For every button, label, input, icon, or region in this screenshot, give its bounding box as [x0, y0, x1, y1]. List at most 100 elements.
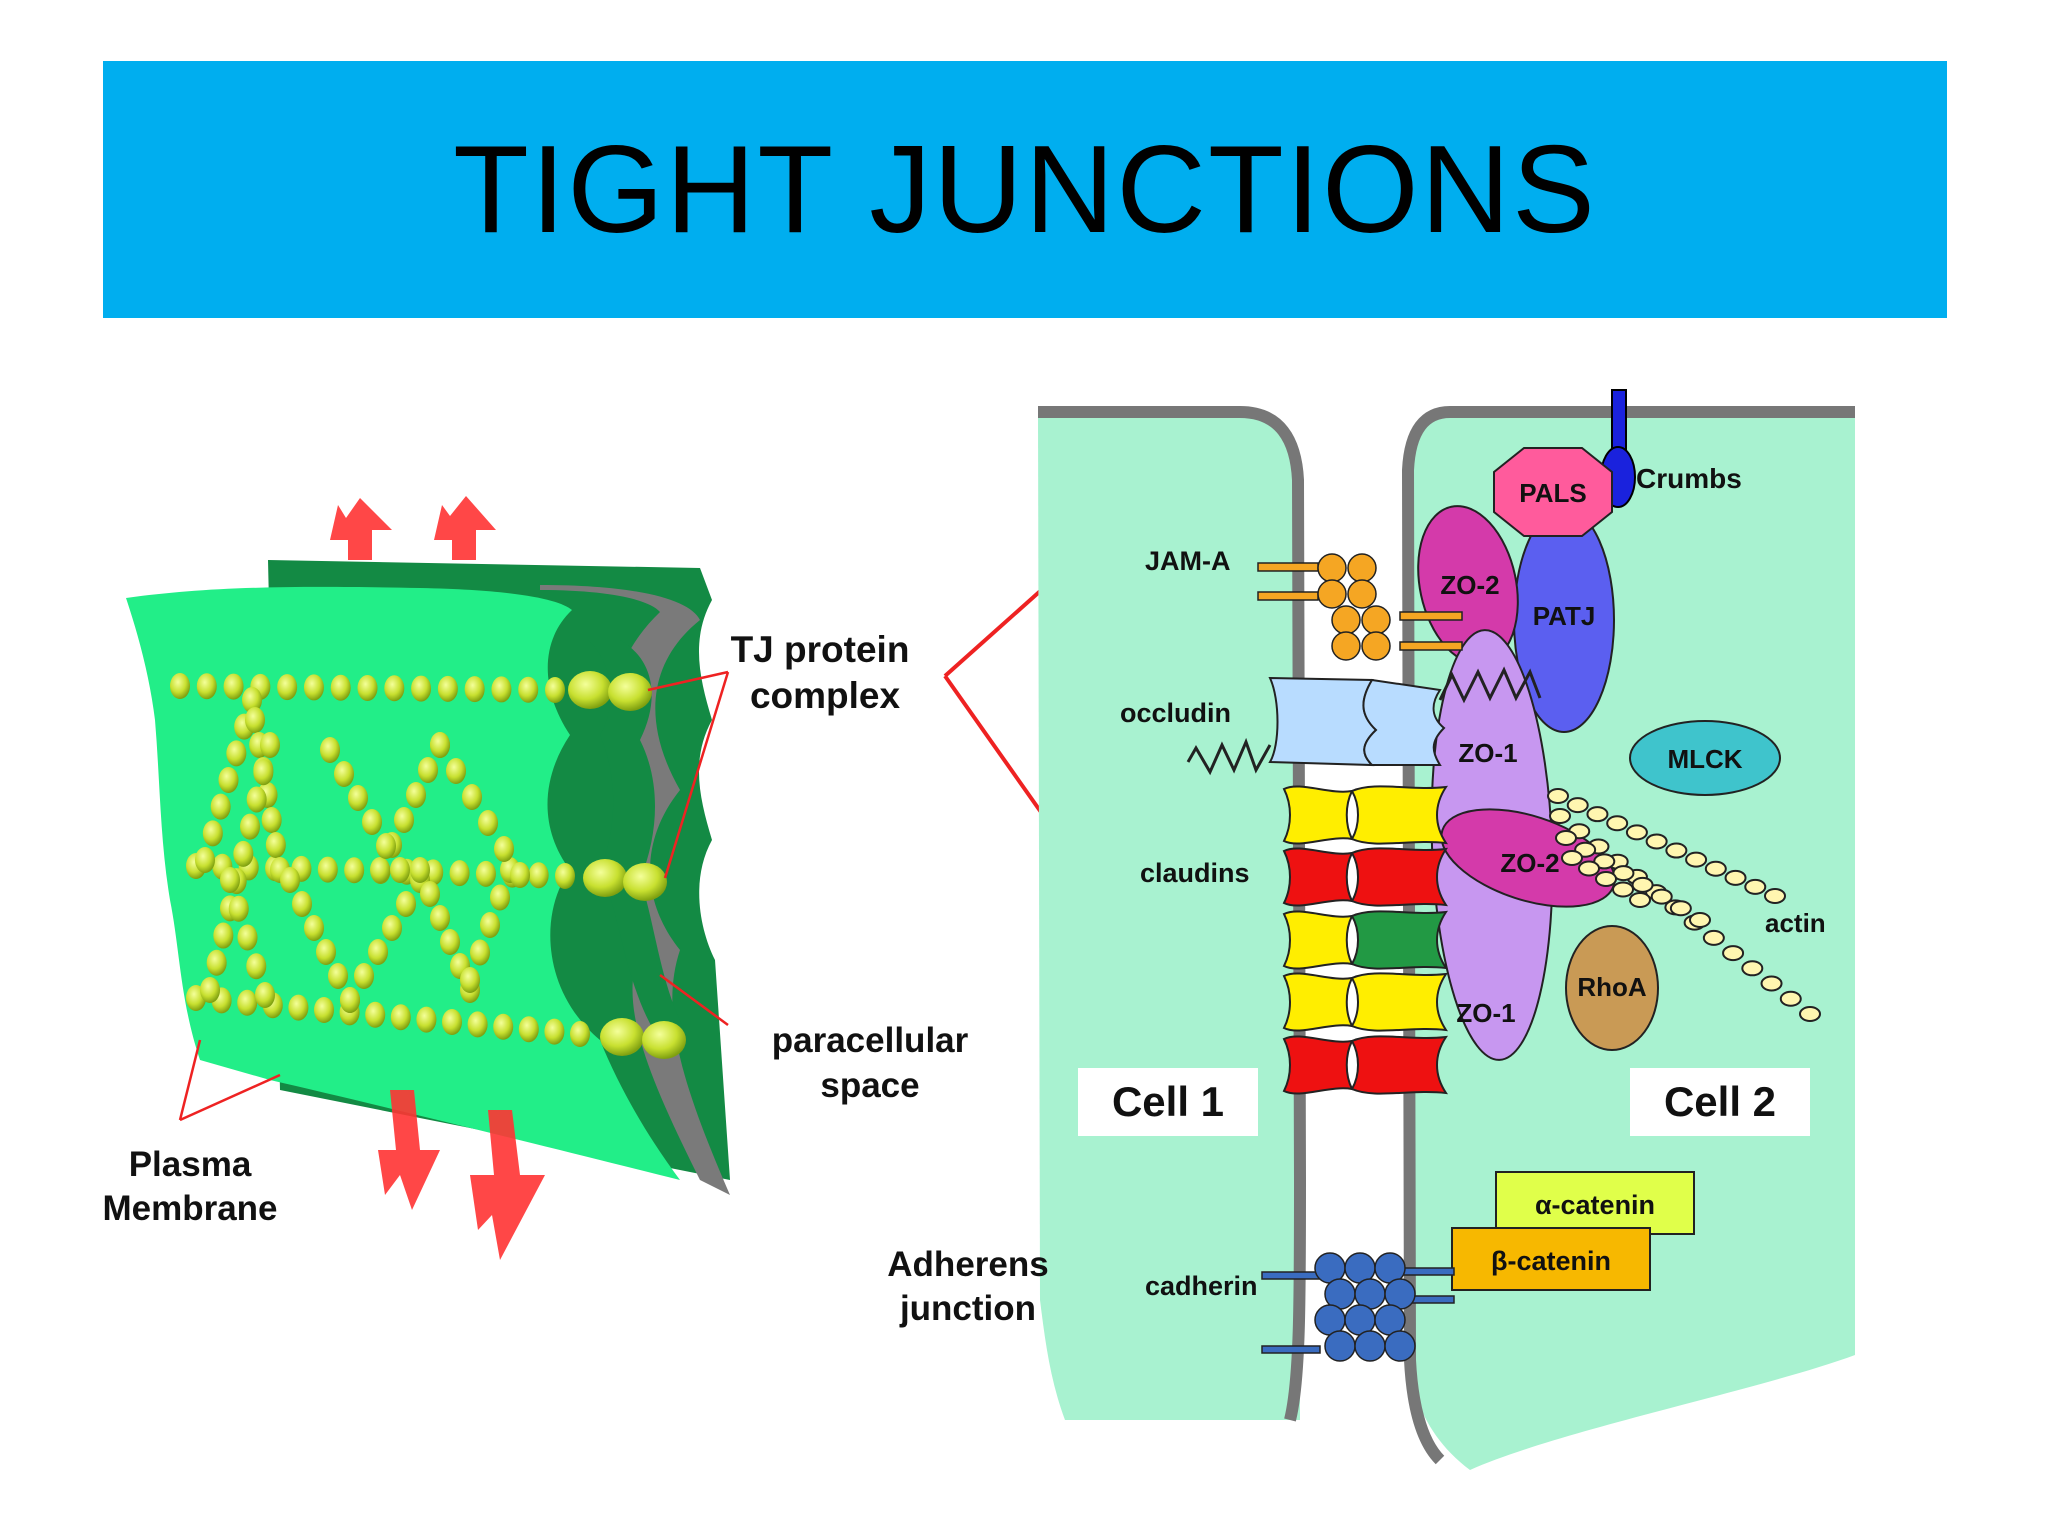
strand-protein-dot: [196, 673, 217, 700]
jam-a-bead: [1317, 553, 1347, 583]
claudin-cell2-half: [1350, 910, 1449, 970]
strand-protein-dot: [206, 949, 227, 976]
strand-protein-dot: [446, 758, 466, 784]
claudin-cell2-half: [1350, 847, 1449, 907]
actin-label: actin: [1765, 908, 1826, 938]
strand-protein-dot: [394, 807, 414, 833]
slide-title: TIGHT JUNCTIONS: [453, 120, 1597, 259]
zo1-bottom-label: ZO-1: [1456, 998, 1515, 1028]
actin-bead: [1669, 900, 1692, 917]
strand-protein-dot: [260, 732, 280, 758]
strand-protein-dot: [462, 784, 482, 810]
actin-bead: [1606, 815, 1629, 832]
strand-protein-dot: [362, 809, 382, 835]
alpha-catenin-box: [1495, 1171, 1695, 1235]
actin-bead: [1724, 869, 1747, 886]
actin-bead: [1689, 912, 1711, 928]
actin-bead: [1555, 830, 1577, 846]
strand-protein-dot: [357, 675, 378, 701]
alpha-catenin-label: α-catenin: [1535, 1190, 1655, 1220]
strand-protein-dot: [220, 867, 240, 893]
strand-protein-dot: [280, 867, 300, 893]
strand-protein-dot: [470, 939, 490, 966]
adherens-junction-label-line1: Adherens: [887, 1245, 1048, 1284]
actin-filaments: [1547, 788, 1821, 1022]
strand-protein-dot: [365, 1001, 386, 1028]
junction-detail: Cell 1 Cell 2 Crumbs PATJ PALS ZO-2 ZO-1…: [887, 389, 1855, 1470]
strand-protein-dot: [467, 1011, 488, 1038]
zo2-top-label: ZO-2: [1440, 570, 1499, 600]
junction-dumbbell-middle: [583, 859, 667, 901]
strand-protein-dot: [344, 857, 365, 884]
strand-protein-dot: [210, 793, 231, 820]
strand-protein-dot: [411, 675, 432, 702]
jam-a-bead: [1347, 579, 1377, 609]
strand-protein-dot: [277, 674, 298, 701]
claudins-label: claudins: [1140, 858, 1250, 888]
strand-protein-dot: [416, 1006, 437, 1033]
strand-protein-dot: [420, 881, 440, 907]
strand-protein-dot: [396, 891, 416, 917]
strand-protein-dot: [376, 833, 396, 859]
actin-bead: [1665, 842, 1688, 859]
plasma-membrane-label-line2: Membrane: [102, 1189, 277, 1228]
strand-protein-dot: [460, 967, 480, 993]
strand-protein-dot: [288, 994, 309, 1021]
junction-dumbbell-top: [568, 671, 652, 711]
strand-protein-dot: [475, 860, 496, 887]
strand-protein-dot: [314, 997, 334, 1023]
occludin-label: occludin: [1120, 698, 1231, 728]
beta-catenin-label: β-catenin: [1491, 1246, 1611, 1276]
rhoa-protein: [1565, 925, 1659, 1051]
strand-protein-dot: [437, 675, 458, 702]
crumbs-label: Crumbs: [1636, 463, 1742, 494]
strand-protein-dot: [237, 989, 258, 1016]
jam-a-bead: [1361, 605, 1391, 635]
arrow-down-right: [470, 1110, 545, 1260]
paracellular-gap: [588, 640, 690, 1040]
strand-protein-dot: [480, 912, 500, 938]
actin-bead: [1704, 860, 1727, 877]
claudin-cell1-half: [1282, 972, 1354, 1032]
strand-protein-dot: [555, 863, 575, 889]
claudin-proteins: [1282, 785, 1449, 1095]
cell1-label: Cell 1: [1112, 1078, 1224, 1125]
strand-protein-dot: [370, 857, 390, 883]
pals-protein: [1493, 447, 1613, 537]
actin-bead: [1561, 850, 1583, 866]
beta-catenin-box: [1451, 1227, 1651, 1291]
strand-protein-dot: [440, 929, 460, 955]
strand-protein-dot: [242, 687, 262, 713]
strand-protein-dot: [195, 847, 215, 873]
actin-bead: [1578, 860, 1600, 877]
strand-protein-dot: [418, 757, 438, 783]
strand-protein-dot: [317, 856, 338, 883]
strand-protein-dot: [410, 857, 430, 883]
strand-protein-dot: [478, 810, 498, 836]
patj-label: PATJ: [1533, 601, 1596, 631]
arrow-down-left: [378, 1090, 440, 1210]
rhoa-label: RhoA: [1577, 972, 1647, 1002]
strand-protein-dot: [384, 675, 405, 702]
claudin-cell2-half: [1350, 785, 1449, 845]
strand-protein-dot: [348, 785, 368, 811]
actin-bead: [1612, 881, 1634, 898]
strand-protein-dot: [245, 707, 265, 733]
strand-protein-dot: [303, 674, 324, 701]
tight-junction-strands: [170, 673, 590, 1047]
strand-protein-dot: [570, 1021, 590, 1047]
pals-label: PALS: [1519, 478, 1586, 508]
strand-protein-dot: [430, 732, 450, 758]
actin-bead: [1549, 808, 1571, 824]
strand-protein-dot: [218, 767, 239, 793]
strand-protein-dot: [334, 761, 354, 787]
junction-dumbbell-bottom: [600, 1018, 686, 1059]
jam-a-bead: [1347, 553, 1377, 583]
claudin-cell2-half: [1350, 972, 1449, 1032]
strand-protein-dot: [518, 1016, 539, 1043]
title-banner: TIGHT JUNCTIONS: [103, 61, 1947, 318]
strand-protein-dot: [265, 832, 286, 858]
strand-protein-dot: [213, 922, 234, 949]
mlck-protein: [1629, 720, 1781, 796]
strand-protein-dot: [170, 673, 190, 699]
